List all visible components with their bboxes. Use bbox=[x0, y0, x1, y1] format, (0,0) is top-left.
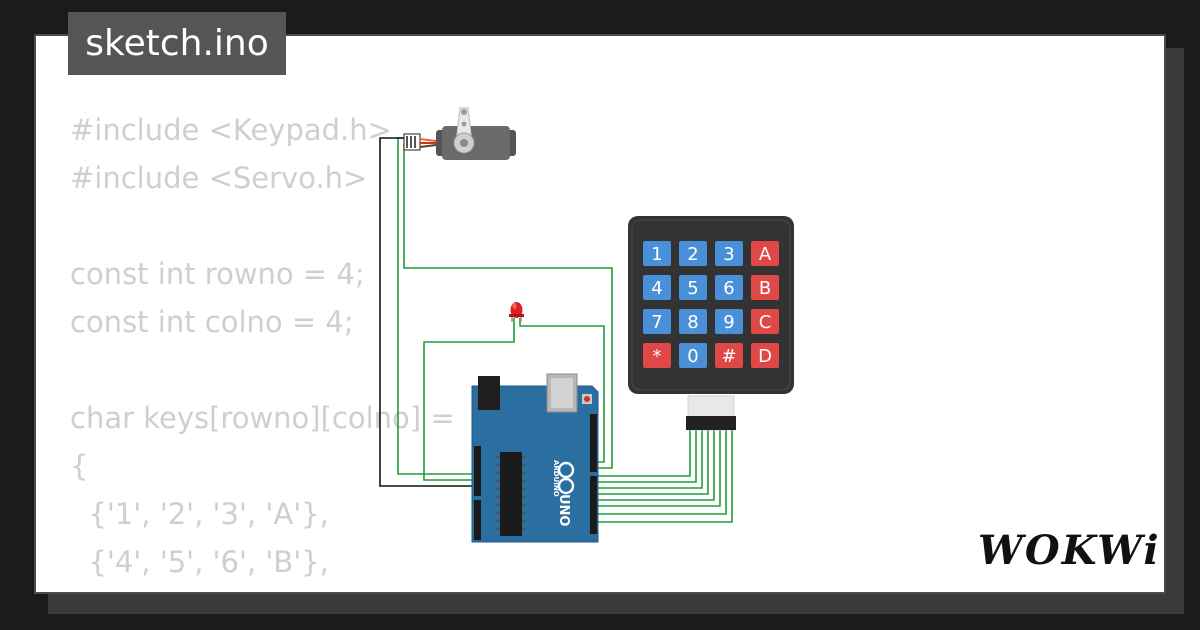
analog-header bbox=[474, 500, 481, 540]
keypad-key-label: B bbox=[759, 278, 771, 299]
led-ground-wire bbox=[423, 318, 515, 481]
keypad-key: 0 bbox=[679, 343, 707, 368]
code-line: { bbox=[70, 449, 89, 483]
membrane-keypad: 1 2 3 A 4 5 6 B 7 8 9 C * 0 # D bbox=[628, 216, 794, 431]
arduino-logo-icon bbox=[557, 461, 575, 479]
keypad-wire-8 bbox=[592, 430, 733, 523]
keypad-key-label: 3 bbox=[723, 244, 734, 265]
keypad-key: D bbox=[751, 343, 779, 368]
keypad-key-label: C bbox=[759, 312, 772, 333]
keypad-key: 5 bbox=[679, 275, 707, 300]
keypad-key-label: 0 bbox=[687, 346, 698, 367]
file-tab: sketch.ino bbox=[68, 12, 286, 75]
digital-header-high bbox=[590, 414, 597, 472]
keypad-key: 4 bbox=[643, 275, 671, 300]
keypad-key: 6 bbox=[715, 275, 743, 300]
servo-signal-wire bbox=[397, 137, 476, 475]
servo-ground-wire bbox=[379, 137, 476, 487]
keypad-key-label: 9 bbox=[723, 312, 734, 333]
reset-button bbox=[584, 396, 590, 402]
keypad-key: # bbox=[715, 343, 743, 368]
keypad-key: 9 bbox=[715, 309, 743, 334]
keypad-key-label: 1 bbox=[651, 244, 662, 265]
code-line: #include <Servo.h> bbox=[70, 161, 368, 195]
power-jack bbox=[478, 376, 500, 410]
keypad-wire-1 bbox=[592, 430, 691, 477]
arduino-brand-label: ARDUINO bbox=[552, 460, 560, 497]
code-preview: #include <Keypad.h> #include <Servo.h> con… bbox=[70, 106, 455, 592]
keypad-key-label: D bbox=[758, 346, 772, 367]
keypad-wire-2 bbox=[592, 430, 697, 483]
keypad-key-label: 5 bbox=[687, 278, 698, 299]
keypad-wire-7 bbox=[592, 430, 727, 515]
keypad-key-label: A bbox=[759, 244, 772, 265]
servo-power-wire bbox=[403, 144, 613, 469]
keypad-key: 8 bbox=[679, 309, 707, 334]
keypad-key: 7 bbox=[643, 309, 671, 334]
keypad-key-label: 2 bbox=[687, 244, 698, 265]
keypad-wire-4 bbox=[592, 430, 709, 495]
arduino-model-label: UNO bbox=[556, 494, 571, 527]
keypad-wire-5 bbox=[592, 430, 715, 501]
servo-motor bbox=[403, 107, 516, 160]
led-anode-wire bbox=[519, 318, 605, 463]
red-led bbox=[509, 302, 524, 322]
code-line: char keys[rowno][colno] = bbox=[70, 401, 455, 435]
keypad-key-label: 4 bbox=[651, 278, 662, 299]
keypad-key: A bbox=[751, 241, 779, 266]
microcontroller-chip bbox=[500, 452, 522, 536]
keypad-key-label: # bbox=[721, 346, 736, 367]
keypad-key: * bbox=[643, 343, 671, 368]
keypad-wire-3 bbox=[592, 430, 703, 489]
keypad-key: 3 bbox=[715, 241, 743, 266]
code-line: #include <Keypad.h> bbox=[70, 113, 392, 147]
code-line: const int colno = 4; bbox=[70, 305, 354, 339]
keypad-wire-6 bbox=[592, 430, 721, 507]
keypad-key-label: * bbox=[653, 346, 662, 367]
code-line: const int rowno = 4; bbox=[70, 257, 365, 291]
keypad-key-label: 6 bbox=[723, 278, 734, 299]
keypad-key-label: 7 bbox=[651, 312, 662, 333]
keypad-key: 1 bbox=[643, 241, 671, 266]
keypad-key: B bbox=[751, 275, 779, 300]
keypad-key: 2 bbox=[679, 241, 707, 266]
code-line: {'4', '5', '6', 'B'}, bbox=[70, 545, 329, 579]
arduino-uno-board: ARDUINO UNO bbox=[471, 373, 599, 543]
code-line: {'1', '2', '3', 'A'}, bbox=[70, 497, 329, 531]
power-header bbox=[474, 446, 481, 496]
preview-card: #include <Keypad.h> #include <Servo.h> con… bbox=[34, 34, 1166, 594]
wokwi-logo: WOKWi bbox=[978, 527, 1161, 574]
digital-header-low bbox=[590, 476, 597, 534]
keypad-key: C bbox=[751, 309, 779, 334]
keypad-key-label: 8 bbox=[687, 312, 698, 333]
